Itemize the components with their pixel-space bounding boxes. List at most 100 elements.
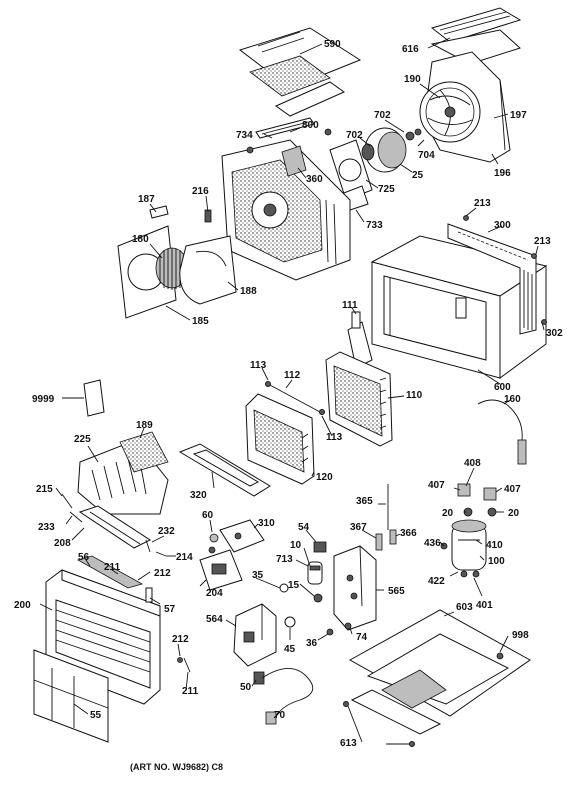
label-212-upper: 212: [154, 568, 171, 579]
label-410: 410: [486, 540, 503, 551]
label-55: 55: [90, 710, 102, 721]
label-25: 25: [412, 170, 424, 181]
part-564-switch-box: [233, 603, 277, 667]
part-187-clip: [149, 205, 169, 219]
part-57-latch: [145, 587, 153, 603]
label-590: 590: [324, 39, 341, 50]
label-10: 10: [290, 540, 302, 551]
label-70: 70: [274, 710, 286, 721]
part-616-top-rail: [430, 7, 522, 65]
part-60-knob: [208, 533, 219, 554]
label-185: 185: [192, 316, 209, 327]
label-204: 204: [206, 588, 223, 599]
label-408: 408: [464, 458, 481, 469]
label-320: 320: [190, 490, 207, 501]
label-111: 111: [342, 300, 358, 311]
label-35: 35: [252, 570, 264, 581]
part-50-70-power-cord: [253, 668, 314, 725]
label-616: 616: [402, 44, 419, 55]
part-labels: 590 616 190 197 702 702 704 196 734 800 …: [14, 39, 563, 749]
label-180: 180: [132, 234, 149, 245]
label-702-upper: 702: [374, 110, 391, 121]
label-800: 800: [302, 120, 319, 131]
label-704: 704: [418, 150, 435, 161]
leader-lines: [39, 37, 545, 745]
label-196: 196: [494, 168, 511, 179]
part-36-screw: [326, 628, 334, 636]
label-190: 190: [404, 74, 421, 85]
part-55-panel: [33, 649, 109, 743]
part-713-capacitor: [307, 561, 323, 585]
label-20-right: 20: [508, 508, 520, 519]
part-100-compressor: [451, 519, 487, 578]
label-600: 600: [494, 382, 511, 393]
part-9999-manual: [83, 379, 105, 417]
label-100: 100: [488, 556, 505, 567]
part-74-clamp: [344, 622, 352, 630]
label-734: 734: [236, 130, 253, 141]
label-36: 36: [306, 638, 318, 649]
label-188: 188: [240, 286, 257, 297]
label-216: 216: [192, 186, 209, 197]
part-35-grommet: [279, 583, 289, 593]
label-713: 713: [276, 554, 293, 565]
label-211-lower: 211: [182, 686, 199, 697]
part-15-fitting: [313, 593, 323, 603]
label-401: 401: [476, 600, 493, 611]
label-54: 54: [298, 522, 310, 533]
label-60: 60: [202, 510, 214, 521]
part-54-relay: [313, 541, 327, 553]
part-160-tubing: [477, 399, 527, 465]
label-214: 214: [176, 552, 193, 563]
label-565: 565: [388, 586, 405, 597]
label-436: 436: [424, 538, 441, 549]
part-215-strip: [61, 493, 73, 509]
part-196-shroud: [419, 51, 511, 163]
part-212-211-screws: [177, 657, 191, 673]
label-20-left: 20: [442, 508, 454, 519]
label-74: 74: [356, 632, 368, 643]
label-57: 57: [164, 604, 176, 615]
label-113-right: 113: [326, 432, 343, 443]
label-112: 112: [284, 370, 301, 381]
label-110: 110: [406, 390, 423, 401]
label-15: 15: [288, 580, 300, 591]
part-120-evaporator-coil: [245, 393, 315, 485]
part-56-deflector: [76, 555, 144, 589]
part-204-control-panel: [199, 549, 243, 591]
label-366: 366: [400, 528, 417, 539]
label-233: 233: [38, 522, 55, 533]
label-215: 215: [36, 484, 53, 495]
part-603-base-pan: [348, 609, 531, 735]
part-613-screws: [342, 701, 415, 748]
label-998: 998: [512, 630, 529, 641]
label-213-upper: 213: [474, 198, 491, 209]
label-197: 197: [510, 110, 527, 121]
label-733: 733: [366, 220, 383, 231]
label-564: 564: [206, 614, 223, 625]
label-45: 45: [284, 644, 296, 655]
label-365: 365: [356, 496, 373, 507]
part-213-screws: [463, 215, 547, 325]
part-233-strip: [69, 511, 83, 523]
part-20-grommets: [463, 507, 497, 517]
label-187: 187: [138, 194, 155, 205]
label-407-left: 407: [428, 480, 445, 491]
label-360: 360: [306, 174, 323, 185]
part-111-bracket: [347, 311, 373, 369]
part-408-407-fittings: [457, 483, 497, 501]
label-211-upper: 211: [104, 562, 121, 573]
part-25-motor: [361, 127, 422, 173]
label-367: 367: [350, 522, 367, 533]
label-189: 189: [136, 420, 153, 431]
part-208-deflector: [78, 505, 152, 549]
part-320-drain-pan: [178, 443, 271, 497]
label-56: 56: [78, 552, 90, 563]
label-603: 603: [456, 602, 473, 613]
part-112-brace: [264, 380, 325, 415]
label-212-lower: 212: [172, 634, 189, 645]
part-185-scroll-plate: [117, 225, 177, 319]
label-213-right: 213: [534, 236, 551, 247]
label-208: 208: [54, 538, 71, 549]
